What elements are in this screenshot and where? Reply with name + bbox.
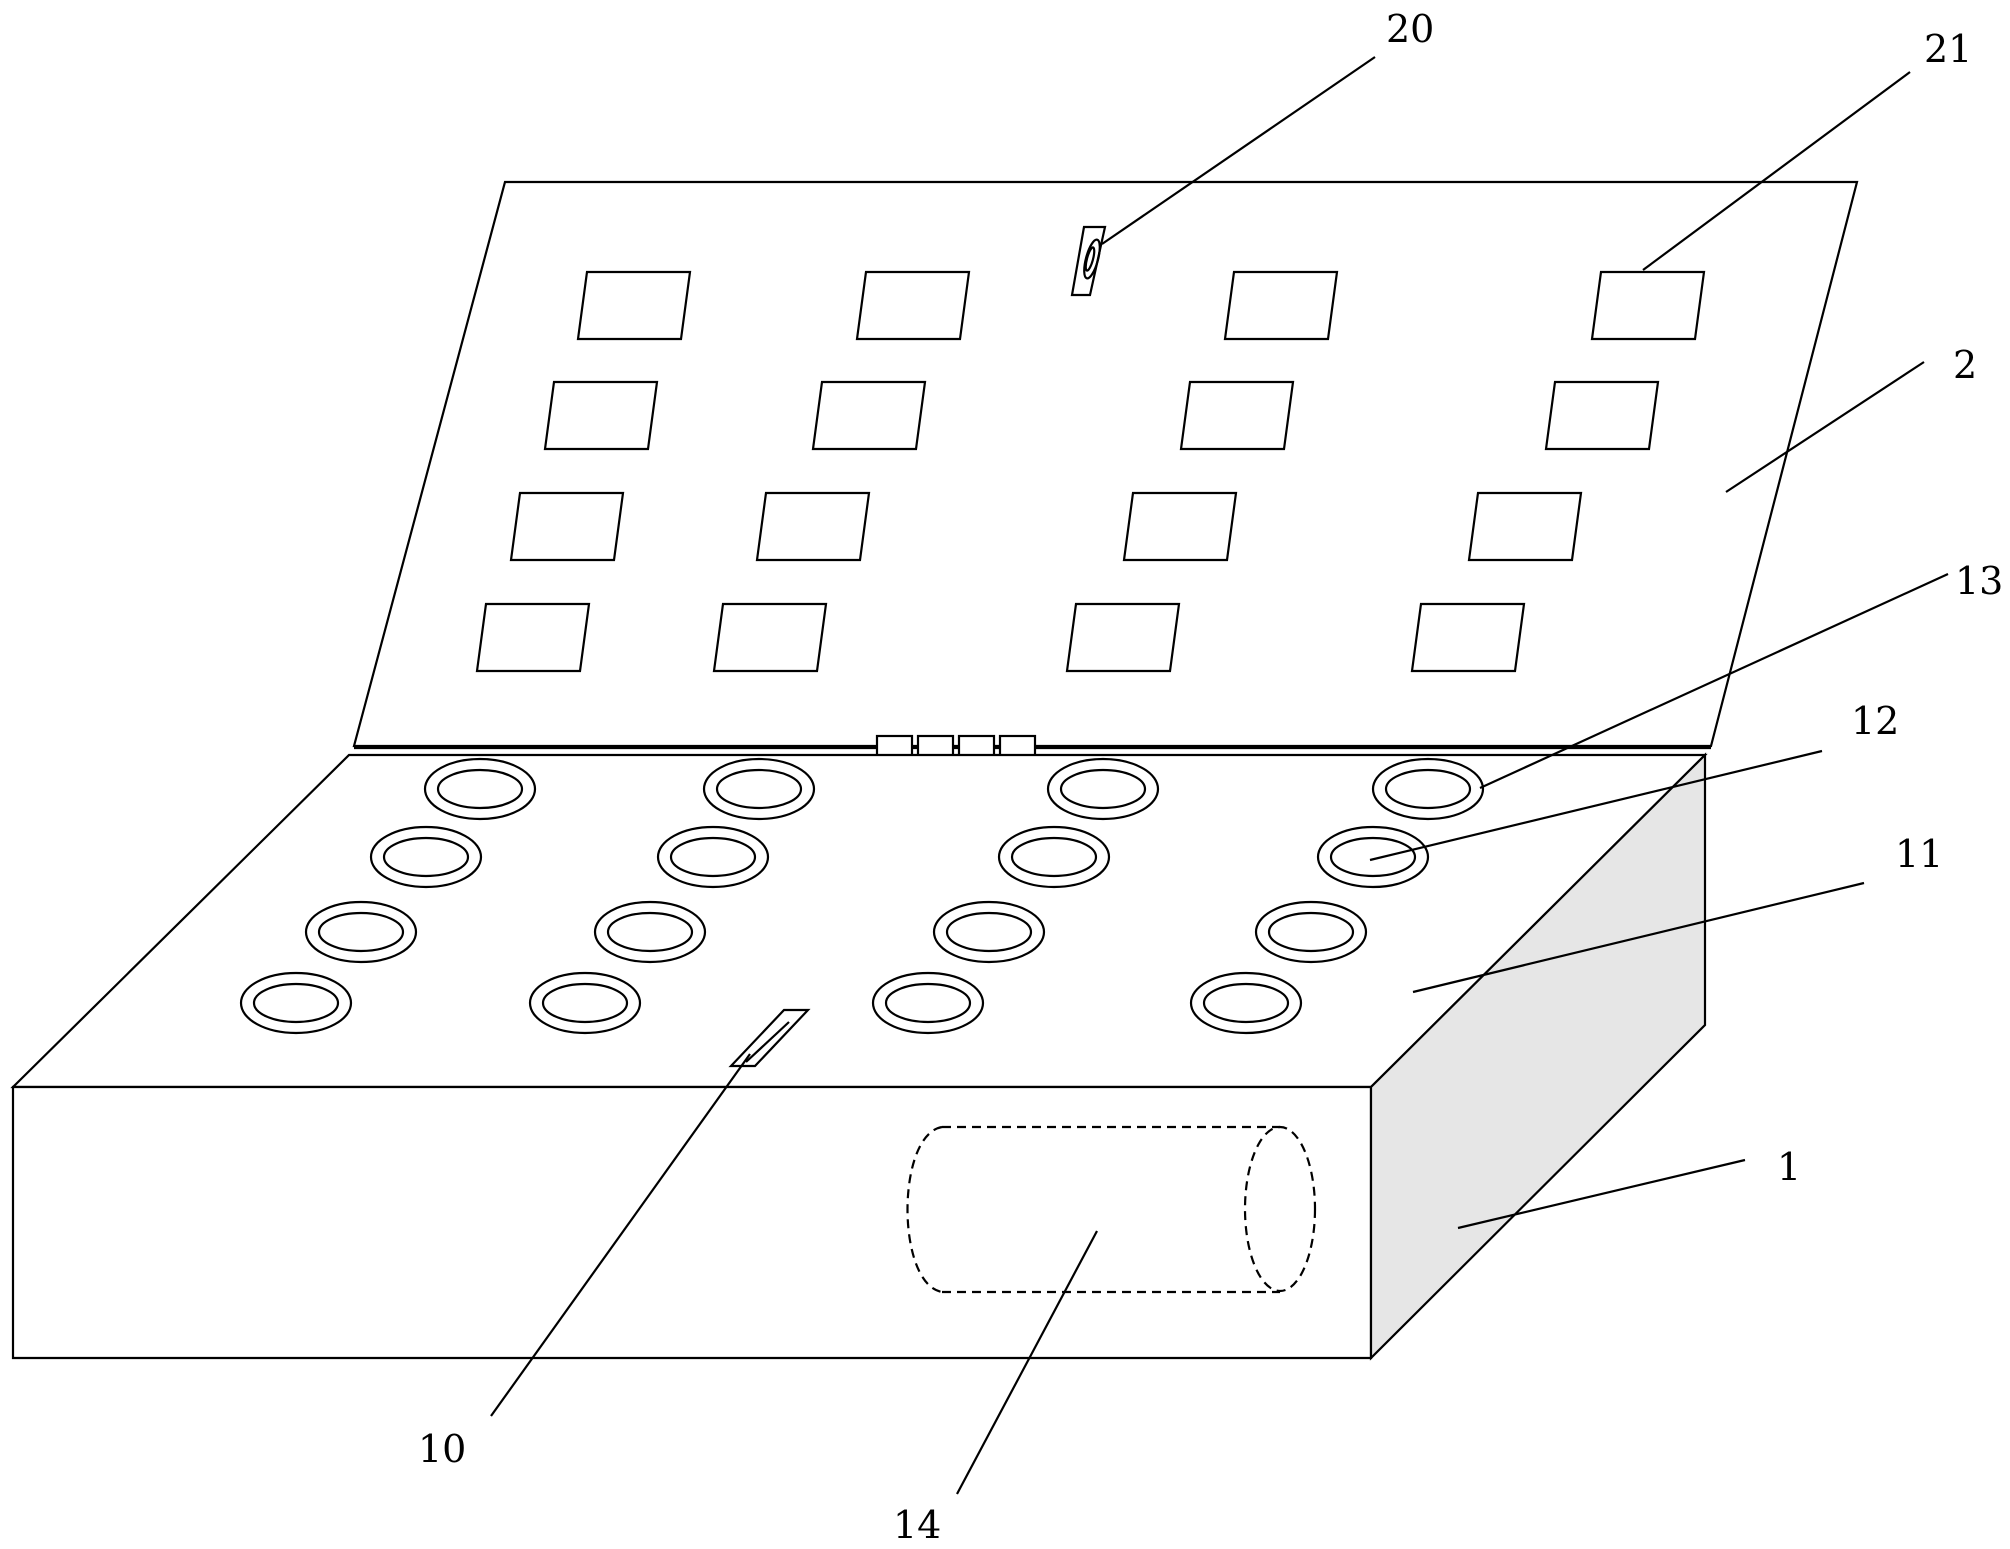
well: [1046, 757, 1160, 821]
lid: [352, 180, 1859, 748]
leader-12: [1369, 749, 1823, 862]
well: [1316, 825, 1430, 889]
lid-window: [1544, 380, 1660, 451]
label-2: 2: [1953, 343, 1977, 387]
lid-window: [509, 491, 625, 562]
lid-window: [576, 270, 692, 341]
lock-catch: [1070, 225, 1107, 297]
lid-window: [1065, 602, 1181, 673]
well: [369, 825, 483, 889]
lock-base: [728, 1008, 811, 1068]
hinge: [354, 734, 1711, 758]
well: [997, 825, 1111, 889]
well: [1371, 757, 1485, 821]
label-11: 11: [1895, 832, 1943, 876]
leader-2: [1725, 361, 1925, 493]
lid-window: [543, 380, 659, 451]
well: [656, 825, 770, 889]
leader-11: [1412, 881, 1865, 994]
well: [304, 900, 418, 964]
lid-windows: [475, 270, 1706, 673]
well: [932, 900, 1046, 964]
label-14: 14: [893, 1503, 941, 1547]
lid-window: [712, 602, 828, 673]
well: [1189, 971, 1303, 1035]
lid-window: [1467, 491, 1583, 562]
well: [239, 971, 353, 1035]
reference-labels: 20 21 2 13 12 11 1 10 14: [418, 7, 2003, 1547]
leader-lines: [490, 56, 1949, 1495]
leader-10: [490, 1053, 751, 1417]
well: [423, 757, 537, 821]
well: [1254, 900, 1368, 964]
box-side-face: [1369, 752, 1707, 1361]
lid-window: [475, 602, 591, 673]
well: [528, 971, 642, 1035]
lid-window: [1122, 491, 1238, 562]
leader-1: [1457, 1158, 1746, 1230]
well: [593, 900, 707, 964]
label-13: 13: [1955, 559, 2003, 603]
box-body: [10, 752, 1708, 1361]
label-10: 10: [418, 1427, 466, 1471]
hidden-compartment: [906, 1125, 1317, 1294]
lid-window: [811, 380, 927, 451]
leader-13: [1479, 572, 1949, 790]
leader-21: [1642, 71, 1911, 271]
well: [871, 971, 985, 1035]
well: [702, 757, 816, 821]
label-1: 1: [1777, 1145, 1801, 1189]
lid-window: [1223, 270, 1339, 341]
leader-20: [1101, 56, 1376, 245]
lid-window: [1410, 602, 1526, 673]
leader-14: [956, 1230, 1098, 1495]
label-20: 20: [1386, 7, 1434, 51]
lid-window: [755, 491, 871, 562]
wells: [239, 757, 1485, 1035]
lid-window: [855, 270, 971, 341]
label-21: 21: [1924, 27, 1972, 71]
label-12: 12: [1851, 699, 1899, 743]
lid-window: [1590, 270, 1706, 341]
lid-window: [1179, 380, 1295, 451]
